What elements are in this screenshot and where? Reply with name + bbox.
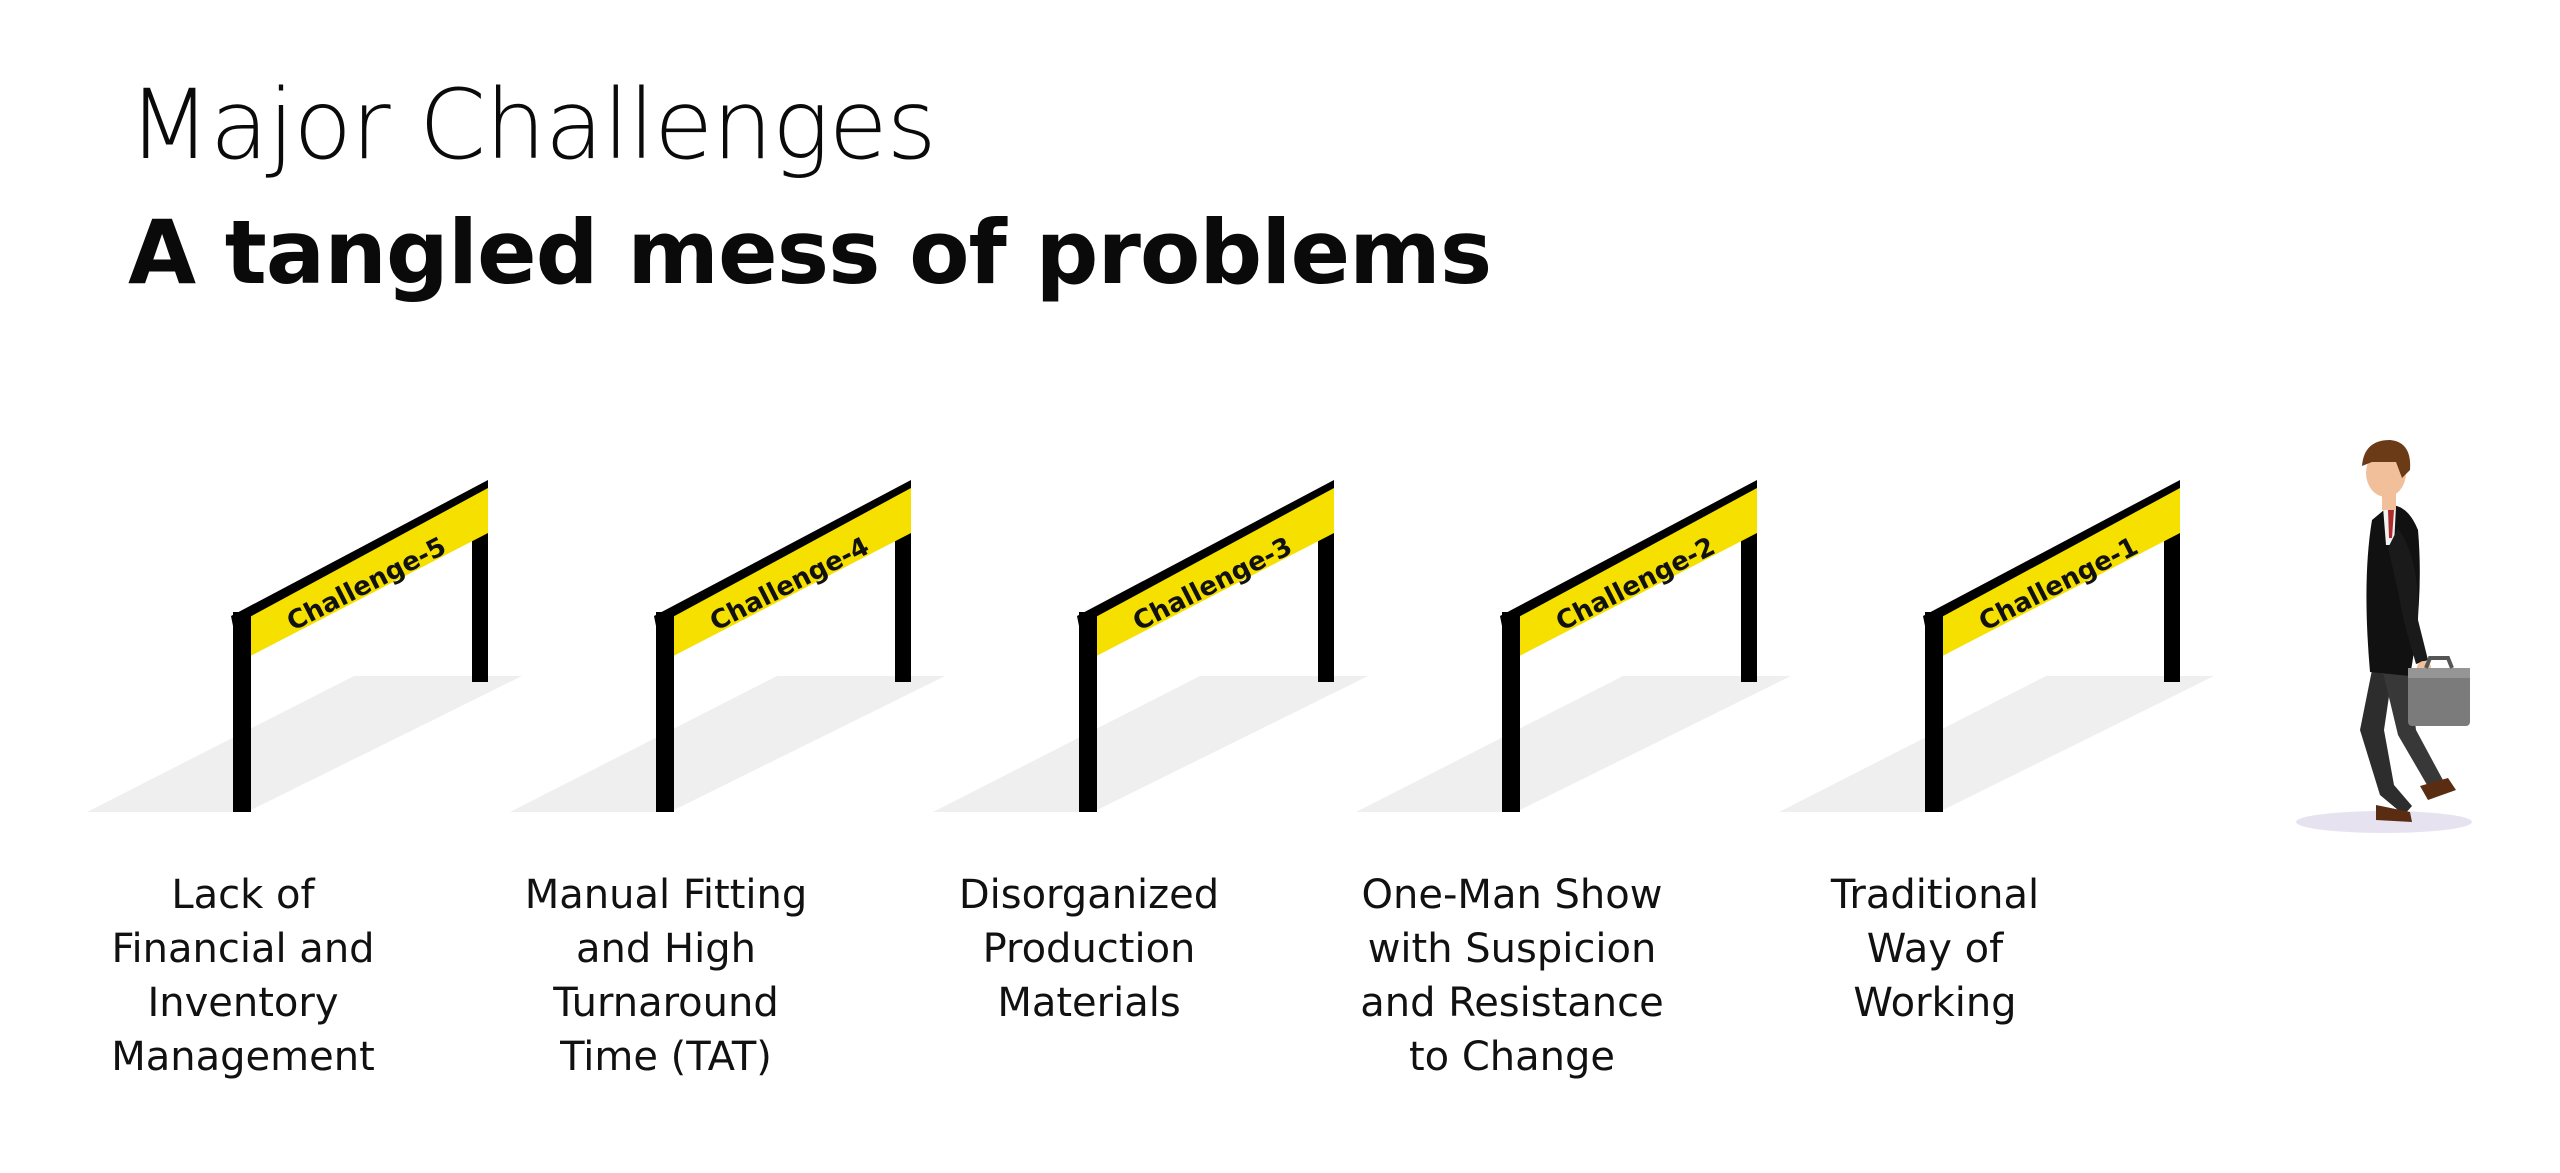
hurdle-left-post xyxy=(233,612,251,812)
hurdle: Challenge-5 xyxy=(87,480,522,812)
hurdle: Challenge-4 xyxy=(510,480,945,812)
hurdle: Challenge-3 xyxy=(933,480,1368,812)
hurdle-left-post xyxy=(1502,612,1520,812)
challenge-description: One-Man Show with Suspicion and Resistan… xyxy=(1360,872,1664,1080)
challenge-description: Manual Fitting and High Turnaround Time … xyxy=(524,872,808,1080)
hurdle-sign-edge xyxy=(1500,480,1757,626)
hurdle-sign xyxy=(1502,485,1757,665)
hurdle-sign xyxy=(1925,485,2180,665)
challenge-description: Traditional Way of Working xyxy=(1830,872,2040,1026)
hurdle-sign-edge xyxy=(231,480,488,626)
hurdle-shadow xyxy=(1356,676,1791,812)
hurdle-left-post xyxy=(1079,612,1097,812)
hurdle-shadow xyxy=(510,676,945,812)
hurdle-sign-edge xyxy=(1923,480,2180,626)
hurdle-sign-edge xyxy=(654,480,911,626)
hurdle: Challenge-2 xyxy=(1356,480,1791,812)
hurdle: Challenge-1 xyxy=(1779,480,2214,812)
hurdle-sign xyxy=(233,485,488,665)
hurdle-shadow xyxy=(1779,676,2214,812)
hurdle-shadow xyxy=(933,676,1368,812)
hurdle-sign-edge xyxy=(1077,480,1334,626)
challenge-description: Disorganized Production Materials xyxy=(958,872,1220,1026)
hurdle-left-post xyxy=(1925,612,1943,812)
heading-block: Major Challenges A tangled mess of probl… xyxy=(128,60,1492,315)
walking-businessman-icon xyxy=(2296,440,2472,833)
hurdle-sign xyxy=(656,485,911,665)
hurdle-left-post xyxy=(656,612,674,812)
hurdle-shadow xyxy=(87,676,522,812)
page-title: Major Challenges xyxy=(128,69,937,181)
hurdle-sign xyxy=(1079,485,1334,665)
page-subtitle: A tangled mess of problems xyxy=(128,201,1492,304)
challenge-description: Lack of Financial and Inventory Manageme… xyxy=(111,872,375,1080)
